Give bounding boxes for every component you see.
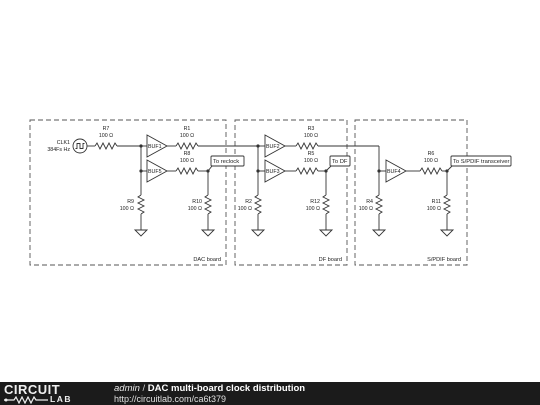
r9-value-label: 100 Ω [120, 206, 134, 212]
buf1-label: BUF1 [148, 144, 162, 150]
r1-name-label: R1 [184, 126, 191, 132]
resistor-r6 [419, 166, 443, 176]
circuitlab-logo[interactable]: CIRCUIT LAB [4, 383, 94, 404]
ground-symbol [318, 229, 334, 237]
r2-name-label: R2 [245, 199, 252, 205]
footer-bar: CIRCUIT LAB admin / DAC multi-board cloc… [0, 382, 540, 405]
circuit-title[interactable]: DAC multi-board clock distribution [147, 383, 306, 394]
ground-symbol [250, 229, 266, 237]
r11-name-label: R11 [432, 199, 441, 205]
r8-name-label: R8 [184, 151, 191, 157]
r1-value-label: 100 Ω [180, 133, 194, 139]
buffer-buf1 [146, 134, 168, 158]
clk1-freq-label: 384Fs Hz [47, 147, 70, 153]
r9-name-label: R9 [127, 199, 134, 205]
ground-symbol [371, 229, 387, 237]
author-link[interactable]: admin [114, 383, 140, 394]
buf5-label: BUF5 [148, 169, 162, 175]
logo-wordmark-bottom-row: LAB [4, 395, 94, 404]
buf3-label: BUF3 [266, 169, 280, 175]
r10-name-label: R10 [192, 199, 202, 205]
r4-name-label: R4 [366, 199, 373, 205]
clk1-name-label: CLK1 [57, 140, 70, 146]
df-board-label: DF board [319, 257, 342, 263]
resistor-r11 [442, 194, 452, 215]
resistor-r4 [374, 194, 384, 215]
output-tag-reclock-label: To reclock [213, 159, 239, 165]
resistor-r9 [136, 194, 146, 215]
buffer-buf2 [264, 134, 286, 158]
circuit-title-line: admin / DAC multi-board clock distributi… [114, 383, 305, 394]
r4-value-label: 100 Ω [359, 206, 373, 212]
resistor-r2 [253, 194, 263, 215]
resistor-r10 [203, 194, 213, 215]
circuit-url-link[interactable]: http://circuitlab.com/ca6t379 [114, 394, 227, 404]
dac-board-label: DAC board [193, 257, 221, 263]
output-tag-df [329, 155, 351, 167]
output-tag-df-label: To DF [332, 159, 348, 165]
logo-wordmark-lab: LAB [50, 394, 72, 404]
buffer-buf5 [146, 159, 168, 183]
resistor-r1 [175, 141, 199, 151]
output-tag-spdif-transceiver-label: To S/PDIF transceiver [453, 159, 509, 165]
r3-value-label: 100 Ω [304, 133, 318, 139]
df-board-outline [234, 119, 348, 266]
resistor-r3 [295, 141, 319, 151]
output-tag-reclock [210, 155, 245, 167]
dac-board-outline [29, 119, 227, 266]
ground-symbol [439, 229, 455, 237]
clock-source-clk1 [72, 138, 88, 154]
r12-value-label: 100 Ω [306, 206, 320, 212]
r6-value-label: 100 Ω [424, 158, 438, 164]
r8-value-label: 100 Ω [180, 158, 194, 164]
logo-wordmark-top: CIRCUIT [4, 382, 61, 397]
buf2-label: BUF2 [266, 144, 280, 150]
r6-name-label: R6 [428, 151, 435, 157]
buffer-buf4 [385, 159, 407, 183]
ground-symbol [200, 229, 216, 237]
r5-value-label: 100 Ω [304, 158, 318, 164]
resistor-r8 [175, 166, 199, 176]
schematic-canvas: DAC board DF board S/PDIF board CLK1 384… [29, 119, 512, 266]
r7-value-label: 100 Ω [99, 133, 113, 139]
spdif-board-outline [354, 119, 468, 266]
r3-name-label: R3 [308, 126, 315, 132]
resistor-r12 [321, 194, 331, 215]
spdif-board-label: S/PDIF board [427, 257, 461, 263]
r5-name-label: R5 [308, 151, 315, 157]
buf4-label: BUF4 [387, 169, 401, 175]
output-tag-spdif-transceiver [450, 155, 512, 167]
r12-name-label: R12 [310, 199, 320, 205]
r7-name-label: R7 [103, 126, 110, 132]
logo-resistor-icon [4, 396, 48, 404]
r11-value-label: 100 Ω [427, 206, 441, 212]
r10-value-label: 100 Ω [188, 206, 202, 212]
resistor-r7 [94, 141, 118, 151]
resistor-r5 [295, 166, 319, 176]
r2-value-label: 100 Ω [238, 206, 252, 212]
title-separator: / [139, 383, 148, 394]
buffer-buf3 [264, 159, 286, 183]
ground-symbol [133, 229, 149, 237]
